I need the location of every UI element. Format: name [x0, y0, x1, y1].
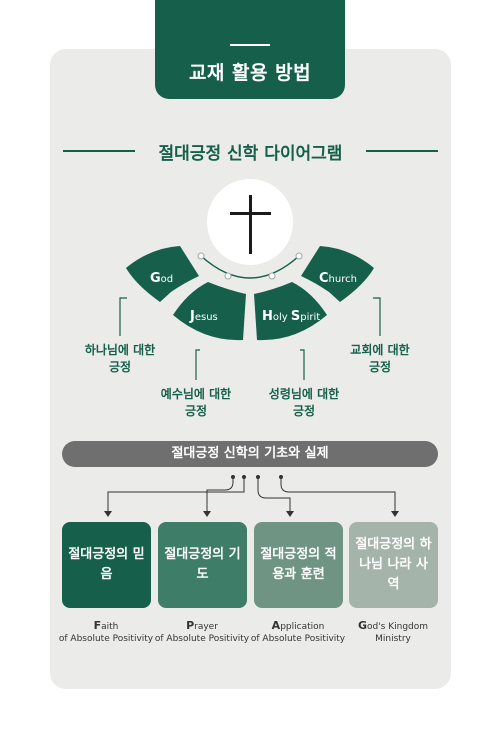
leader-jesus: [195, 349, 200, 380]
box-kingdom-ministry: 절대긍정의 하나님 나라 사역: [349, 522, 438, 608]
page-title: 교재 활용 방법: [188, 62, 312, 84]
box-prayer: 절대긍정의 기도: [158, 522, 247, 608]
foundation-banner: 절대긍정 신학의 기초와 실제: [62, 441, 438, 467]
leader-holy-spirit: [300, 349, 305, 380]
diagram-subtitle: 절대긍정 신학 다이어그램: [158, 144, 343, 164]
cross-icon: [249, 195, 252, 254]
connector-arc: [200, 255, 300, 279]
caption-prayer: Prayer of Absolute Positivity: [154, 619, 250, 645]
subtitle-line-right: [366, 150, 438, 152]
arc-node-3: [268, 272, 276, 280]
petal-label-church: Church: [319, 271, 357, 286]
caption-kingdom-ministry: God's Kingdom Ministry: [357, 619, 429, 645]
diagram-subtitle-row: 절대긍정 신학 다이어그램: [63, 139, 438, 164]
petal-god: [126, 246, 199, 302]
banner-connectors: [107, 476, 396, 512]
arc-node-4: [295, 252, 303, 260]
petal-label-jesus: Jesus: [190, 309, 218, 324]
header-tab: 교재 활용 방법: [155, 0, 345, 99]
caption-faith: Faith of Absolute Positivity: [58, 619, 154, 645]
petal-label-holy-spirit: Holy Spirit: [262, 309, 321, 324]
box-faith: 절대긍정의 믿음: [62, 522, 151, 608]
petal-holy-spirit: [254, 282, 327, 341]
cross-icon-bar: [230, 212, 271, 215]
leader-church: [373, 297, 381, 336]
connector-arrows: [104, 475, 399, 517]
header-accent-line: [230, 44, 270, 46]
arc-node-2: [224, 272, 232, 280]
leader-god: [119, 297, 127, 336]
caption-application: Application of Absolute Positivity: [250, 619, 346, 645]
arc-node-1: [197, 252, 205, 260]
petal-jesus: [173, 282, 246, 341]
petal-label-god: God: [150, 271, 174, 286]
subtitle-line-left: [63, 150, 135, 152]
box-application: 절대긍정의 적용과 훈련: [254, 522, 343, 608]
petal-church: [301, 246, 374, 302]
